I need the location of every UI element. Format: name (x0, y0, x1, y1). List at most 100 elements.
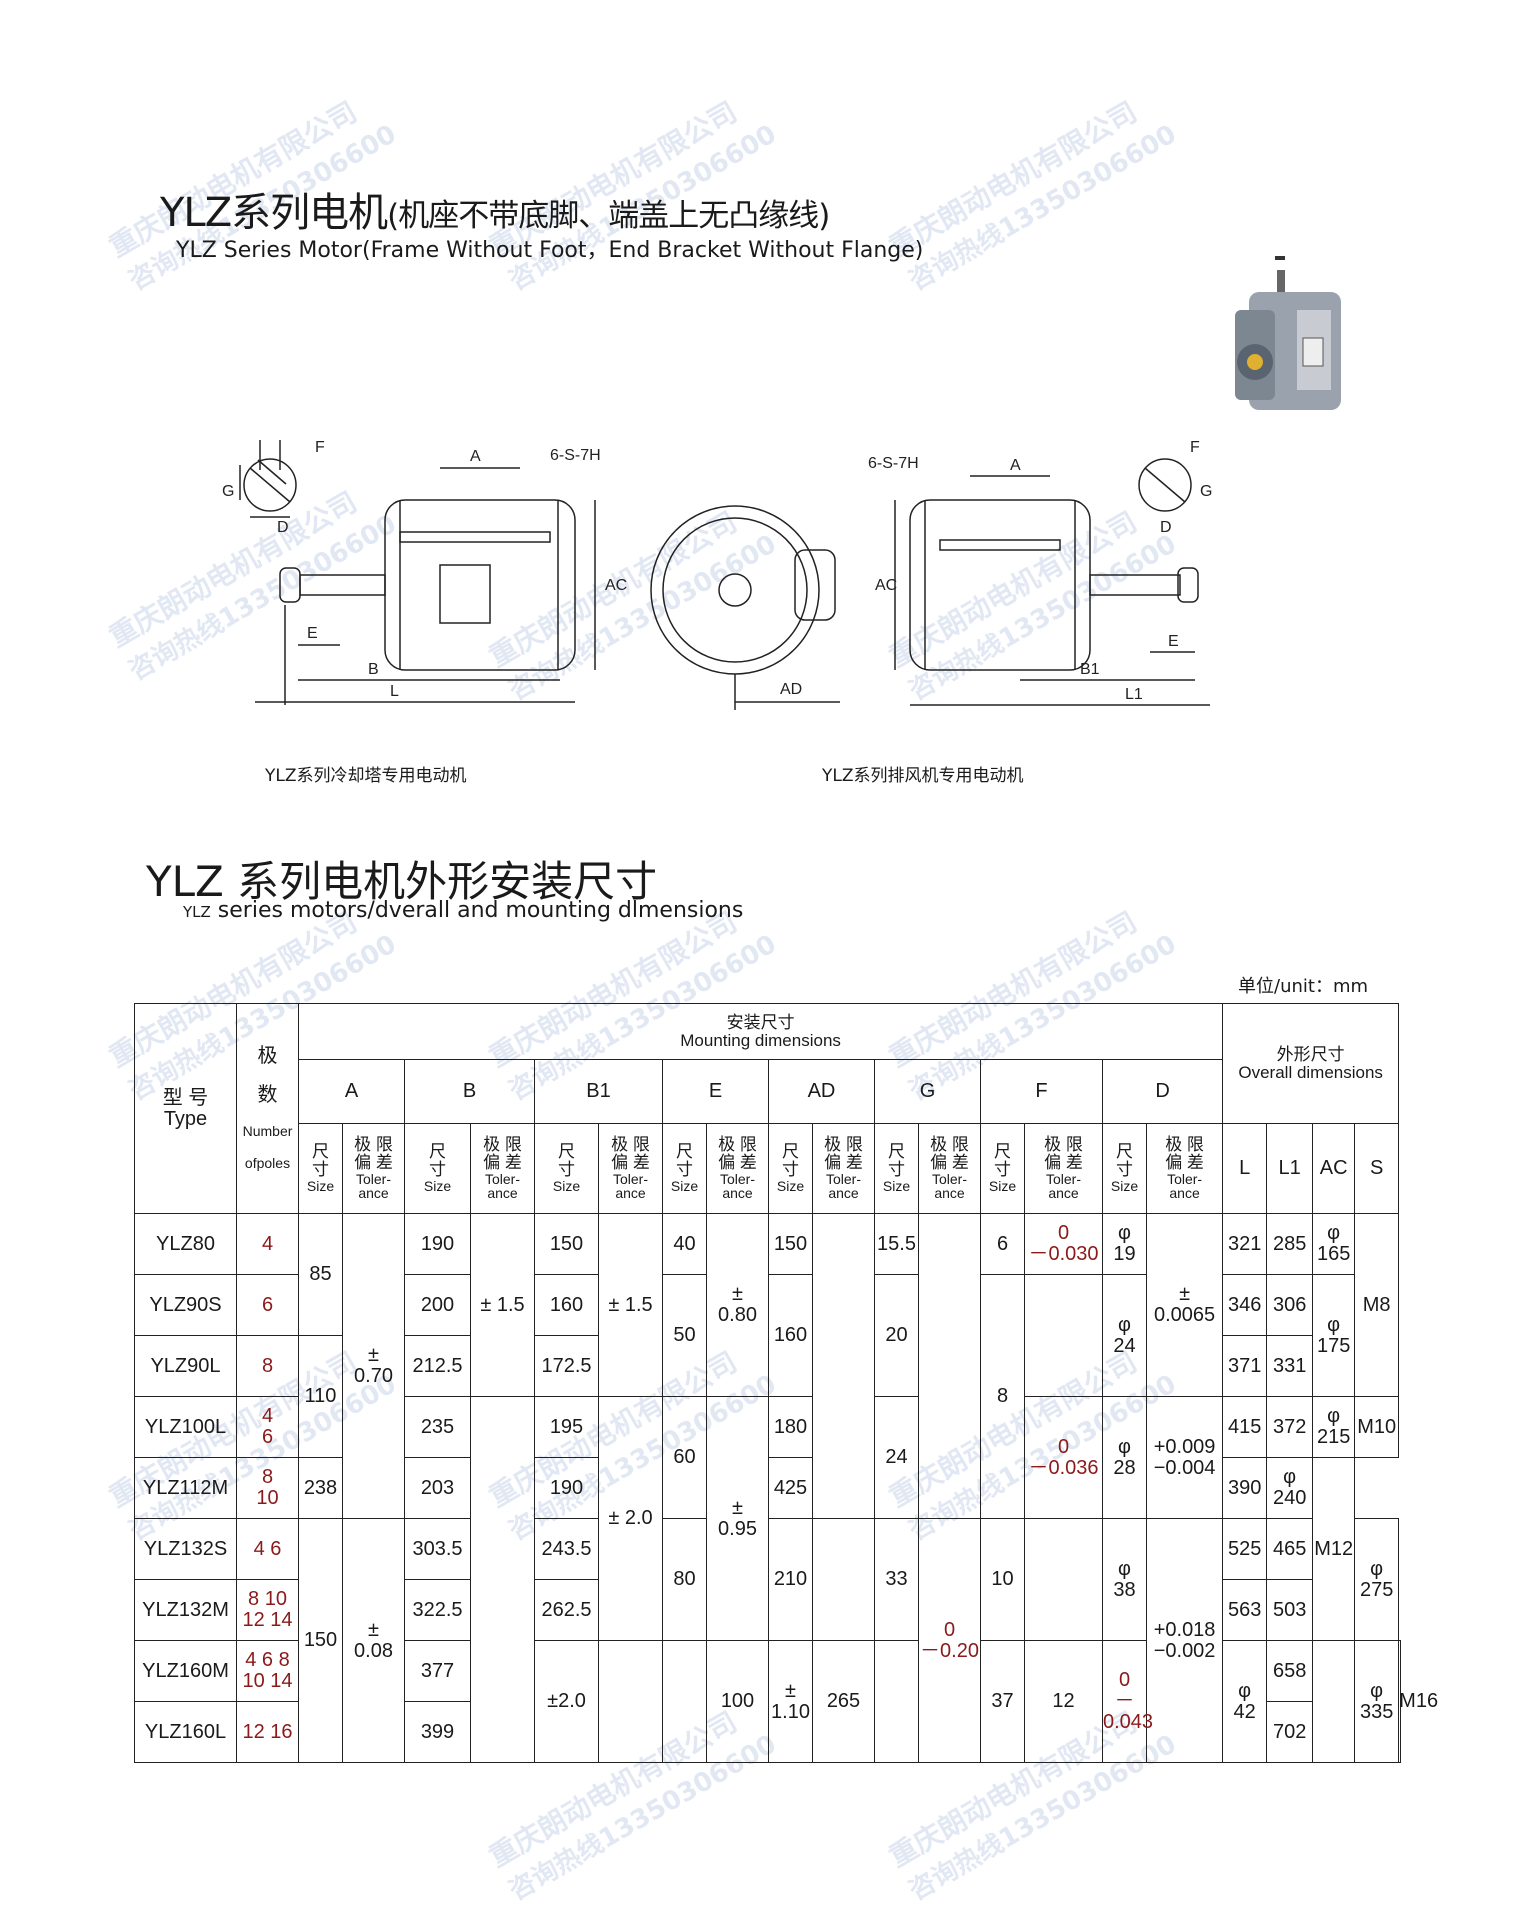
B-cell: 200 (404, 1274, 471, 1336)
B1-cell: 150 (534, 1213, 599, 1275)
table-row: YLZ132S 4 6 150 ±0.08 303.5 243.5 80 210… (134, 1518, 1401, 1763)
A-tol-cell: ±0.70 (342, 1213, 405, 1519)
type-cell: YLZ112M (134, 1457, 237, 1519)
L-cell: 321 (1222, 1213, 1268, 1275)
AD-cell: 190 (534, 1457, 599, 1519)
S-cell: M10 (1354, 1396, 1400, 1458)
AD-tol-cell (874, 1640, 919, 1763)
label-B: B (368, 661, 379, 678)
AD-cell: 150 (768, 1213, 813, 1275)
group-D: D (1101, 1059, 1224, 1124)
type-cell: YLZ90L (134, 1335, 237, 1397)
label-L1: L1 (1125, 686, 1143, 703)
B1-cell: 195 (534, 1396, 599, 1458)
type-cell: YLZ160L (134, 1701, 237, 1763)
B1-cell (598, 1640, 663, 1763)
G-cell: 37 (980, 1640, 1025, 1763)
B1-tol-cell (662, 1640, 707, 1763)
group-B: B (404, 1059, 535, 1124)
label-B1: B1 (1080, 661, 1100, 678)
A-cell: 150 (298, 1518, 343, 1763)
F-tol-cell: 0－0.030 (1024, 1213, 1103, 1275)
F-tol-cell: 0－0.036 (1024, 1396, 1103, 1519)
label-G-right: G (1200, 483, 1212, 500)
B-tol-cell (470, 1396, 535, 1763)
G-tol-cell: 0－0.20 (918, 1518, 981, 1763)
type-cell: YLZ160M (134, 1640, 237, 1702)
table-row: YLZ160L 12 16 399 702 (134, 1701, 1401, 1763)
F-cell: 10 (980, 1518, 1025, 1641)
S-cell: M8 (1354, 1213, 1400, 1397)
F-tol-cell (1024, 1518, 1103, 1641)
E-tol-cell: ±0.80 (706, 1213, 769, 1397)
group-B1: B1 (534, 1059, 663, 1124)
E-cell: 60 (662, 1396, 707, 1519)
motor-photo (1215, 250, 1349, 418)
left-drawing-caption: YLZ系列冷却塔专用电动机 (265, 766, 467, 786)
col-L: L (1222, 1123, 1268, 1214)
A-tol-cell: ±0.08 (342, 1518, 405, 1763)
label-L: L (390, 683, 399, 700)
B-cell: 190 (404, 1213, 471, 1275)
F-tol-cell (1024, 1274, 1103, 1397)
B-cell: 235 (404, 1396, 471, 1458)
L1-cell (1312, 1640, 1356, 1763)
B-cell: 399 (404, 1701, 471, 1763)
type-cell: YLZ80 (134, 1213, 237, 1275)
L-cell: 525 (1222, 1518, 1268, 1580)
B1-tol-cell: ± 1.5 (598, 1213, 663, 1397)
section-subtitle: YLZ series motors/dverall and mounting d… (183, 898, 744, 923)
poles-cell: 12 16 (236, 1701, 299, 1763)
label-E: E (307, 625, 318, 642)
B1-cell: 160 (534, 1274, 599, 1336)
D-tol-cell: +0.018−0.002 (1145, 1518, 1224, 1763)
label-AD: AD (780, 681, 802, 698)
unit-label: 单位/unit：mm (1238, 976, 1369, 997)
title-en: YLZ Series Motor(Frame Without Foot，End … (176, 238, 924, 263)
col-AC: AC (1312, 1123, 1356, 1214)
left-shaft-section: F G D (222, 440, 325, 536)
poles-cell: 6 (236, 1274, 299, 1336)
label-A: A (470, 448, 481, 465)
page-title: YLZ系列电机(机座不带底脚、端盖上无凸缘线) (160, 180, 830, 238)
F-cell: 12 (1024, 1640, 1103, 1763)
outline-drawings: F G D A 6-S-7H AC E B L AD (222, 440, 1212, 710)
group-A: A (298, 1059, 405, 1124)
B1-cell: 243.5 (534, 1518, 599, 1580)
G-tol-cell (918, 1213, 981, 1519)
group-E: E (662, 1059, 769, 1124)
B1-cell: 203 (404, 1457, 471, 1519)
B-cell: 322.5 (404, 1579, 471, 1641)
L1-cell: 306 (1266, 1274, 1314, 1336)
type-cell: YLZ100L (134, 1396, 237, 1458)
title-cn-subtitle: (机座不带底脚、端盖上无凸缘线) (387, 198, 830, 234)
group-AD: AD (768, 1059, 875, 1124)
G-cell: 33 (874, 1518, 919, 1641)
G-cell: 24 (874, 1396, 919, 1519)
AD-cell: 265 (812, 1640, 875, 1763)
label-F-right: F (1190, 440, 1200, 456)
B1-tol-cell: ± 2.0 (598, 1396, 663, 1641)
